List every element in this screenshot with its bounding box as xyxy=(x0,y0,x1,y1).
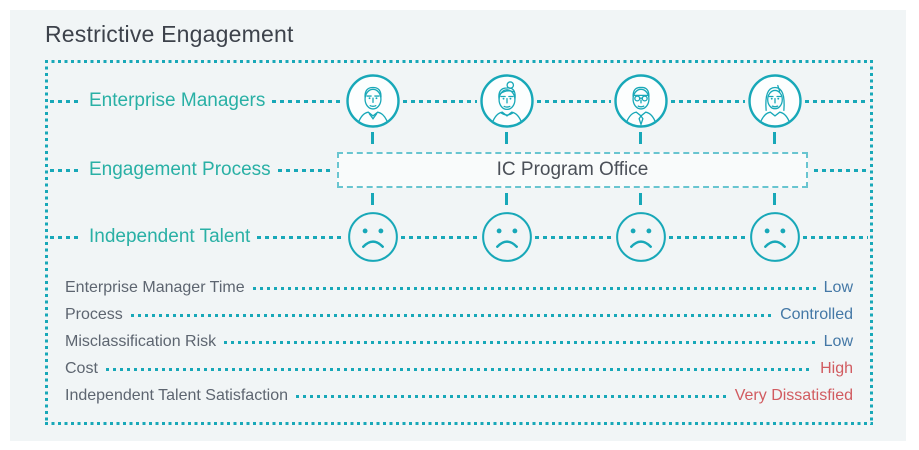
dotted-leader xyxy=(252,286,816,290)
dashed-frame-top xyxy=(45,60,873,63)
dotted-connector xyxy=(803,236,868,239)
metric-row: Cost High xyxy=(65,355,853,382)
ic-program-office-label: IC Program Office xyxy=(496,159,649,180)
metric-row: Enterprise Manager Time Low xyxy=(65,274,853,301)
metric-value: High xyxy=(820,359,853,377)
dotted-leader xyxy=(130,313,773,317)
row-engagement-process: Engagement Process xyxy=(50,157,334,183)
connector-tick xyxy=(371,193,374,205)
metric-label: Misclassification Risk xyxy=(65,332,217,350)
dotted-connector xyxy=(535,236,613,239)
sad-face-icon xyxy=(481,211,533,263)
sad-face-icon xyxy=(615,211,667,263)
dotted-connector xyxy=(257,235,345,239)
metric-value: Very Dissatisfied xyxy=(734,386,853,404)
metric-label: Independent Talent Satisfaction xyxy=(65,386,288,404)
dotted-connector xyxy=(671,100,745,103)
dashed-frame-right xyxy=(870,60,873,425)
metrics-list: Enterprise Manager Time Low Process Cont… xyxy=(65,274,853,409)
man-short-hair-icon xyxy=(345,73,401,129)
row-enterprise-managers: Enterprise Managers xyxy=(50,88,343,114)
metric-value: Low xyxy=(823,278,853,296)
row-label-independent-talent: Independent Talent xyxy=(89,226,251,247)
woman-long-hair-icon xyxy=(747,73,803,129)
row-independent-talent: Independent Talent xyxy=(50,224,345,250)
dotted-connector xyxy=(805,100,868,103)
row-label-enterprise-managers: Enterprise Managers xyxy=(89,90,266,111)
connector-tick xyxy=(773,132,776,144)
connector-tick xyxy=(371,132,374,144)
dotted-connector xyxy=(277,168,334,172)
connector-tick xyxy=(639,132,642,144)
metric-value: Low xyxy=(823,332,853,350)
connector-tick xyxy=(505,193,508,205)
dotted-connector xyxy=(272,99,343,103)
dotted-leader xyxy=(105,367,813,371)
dashed-frame-bottom xyxy=(45,422,873,425)
sad-face-icon xyxy=(347,211,399,263)
connector-tick xyxy=(773,193,776,205)
page-title: Restrictive Engagement xyxy=(45,21,294,47)
metric-label: Enterprise Manager Time xyxy=(65,278,245,296)
metric-label: Process xyxy=(65,305,123,323)
metric-row: Process Controlled xyxy=(65,301,853,328)
metric-row: Misclassification Risk Low xyxy=(65,328,853,355)
metric-value: Controlled xyxy=(780,305,853,323)
row-label-engagement-process: Engagement Process xyxy=(89,159,271,180)
dotted-connector xyxy=(537,100,611,103)
connector-tick xyxy=(639,193,642,205)
connector-tick xyxy=(505,132,508,144)
metric-label: Cost xyxy=(65,359,98,377)
ic-program-office-box: IC Program Office xyxy=(337,152,808,188)
man-glasses-icon xyxy=(613,73,669,129)
woman-hair-bun-icon xyxy=(479,73,535,129)
dotted-leader xyxy=(224,340,816,344)
dotted-connector xyxy=(669,236,747,239)
dotted-connector xyxy=(50,168,82,172)
dotted-connector xyxy=(403,100,477,103)
metric-row: Independent Talent Satisfaction Very Dis… xyxy=(65,382,853,409)
dotted-connector xyxy=(50,99,82,103)
dotted-connector xyxy=(401,236,479,239)
dotted-connector xyxy=(814,169,868,172)
dotted-connector xyxy=(50,235,82,239)
dashed-frame-left xyxy=(45,60,48,425)
sad-face-icon xyxy=(749,211,801,263)
dotted-leader xyxy=(295,394,727,398)
